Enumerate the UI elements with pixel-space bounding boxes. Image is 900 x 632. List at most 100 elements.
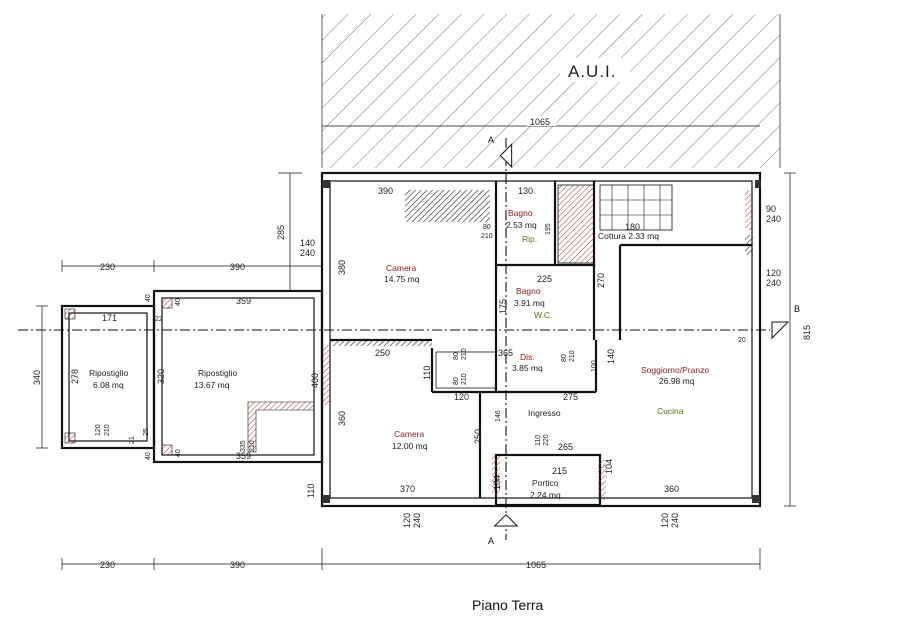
bagno-wc-name: Bagno: [516, 286, 541, 296]
external-dimensions: [36, 172, 796, 570]
dim-40a: 40: [145, 294, 152, 302]
section-a-top-label: A: [488, 135, 494, 145]
dim-20: 20: [738, 337, 746, 344]
camera-top-area: 14.75 mq: [384, 274, 420, 284]
dis-area: 3.85 mq: [512, 363, 543, 373]
soggiorno-name: Soggiorno/Pranzo: [641, 365, 709, 375]
dim-22: 22: [155, 316, 163, 323]
dim-278: 278: [70, 369, 80, 384]
dim-90: 90: [766, 204, 776, 214]
dis-name: Dis.: [520, 352, 535, 362]
section-b-label: B: [794, 304, 800, 314]
camera-bottom-area: 12.00 mq: [392, 441, 428, 451]
dim-130: 130: [518, 186, 533, 196]
dim-140b: 140: [606, 349, 616, 364]
dim-240c: 240: [766, 278, 781, 288]
dimension-labels: 230 390 230 390 1065 815 340 285 390 130…: [32, 186, 812, 570]
dim-120c: 120: [402, 513, 412, 528]
dim-250b: 250: [473, 429, 483, 444]
dim-240e: 240: [670, 513, 680, 528]
dim-360b: 360: [664, 484, 679, 494]
dim-210f: 210: [569, 350, 576, 362]
dim-285: 285: [276, 225, 286, 240]
dim-171: 171: [102, 313, 117, 323]
dim-230-bottom: 230: [100, 560, 115, 570]
dim-210-ripo: 210: [104, 424, 111, 436]
page-title: Piano Terra: [472, 597, 544, 613]
dim-240a: 240: [300, 248, 315, 258]
dim-359a: 359: [236, 296, 251, 306]
dim-120-ripo: 120: [95, 424, 102, 436]
cucina-label: Cucina: [657, 406, 684, 416]
section-line-a: A A: [488, 135, 519, 546]
dim-25: 25: [143, 428, 150, 436]
camera-bottom-name: Camera: [394, 429, 425, 439]
dim-100: 100: [591, 360, 598, 372]
dim-360a: 360: [337, 411, 347, 426]
dim-240d: 240: [412, 513, 422, 528]
dim-40b: 40: [175, 298, 182, 306]
soggiorno-area: 26.98 mq: [659, 376, 695, 386]
ripostiglio-small-area: 6.08 mq: [93, 380, 124, 390]
ripostiglio-large-name: Ripostiglio: [198, 368, 237, 378]
house-walls: [320, 171, 762, 508]
camera-top-name: Camera: [386, 263, 417, 273]
aui-area: A.U.I.: [321, 14, 781, 168]
dim-210e: 210: [461, 373, 468, 385]
dim-180: 180: [625, 222, 640, 232]
dim-104b: 104: [604, 459, 614, 474]
dim-215: 215: [552, 466, 567, 476]
dim-380: 380: [337, 260, 347, 275]
ripostiglio-small-name: Ripostiglio: [89, 368, 128, 378]
dim-320: 320: [156, 369, 166, 384]
dim-110c: 110: [306, 484, 316, 498]
cottura-label: Cottura 2.33 mq: [598, 231, 659, 241]
dim-210a: 210: [481, 233, 493, 240]
portico-area: 2.24 mq: [530, 490, 561, 500]
dim-359b: 359: [236, 451, 251, 461]
dim-390-bottom: 390: [230, 560, 245, 570]
aui-label: A.U.I.: [568, 62, 617, 81]
dim-365: 365: [498, 348, 513, 358]
dim-110b: 110: [535, 435, 542, 446]
section-a-bottom-label: A: [488, 536, 494, 546]
section-line-b: B: [18, 304, 800, 340]
portico-name: Portico: [532, 478, 559, 488]
dim-270: 270: [596, 273, 606, 288]
dim-146: 146: [495, 410, 502, 422]
dim-80a: 80: [483, 224, 491, 231]
bagno-top-extra: Rip.: [522, 234, 537, 244]
dim-120b: 120: [454, 392, 469, 402]
dim-400: 400: [310, 373, 320, 388]
dim-340: 340: [32, 370, 42, 385]
dim-104a: 104: [492, 475, 502, 490]
dim-240b: 240: [766, 214, 781, 224]
dim-275: 275: [563, 392, 578, 402]
dim-265: 265: [558, 442, 573, 452]
dim-80c: 80: [453, 377, 460, 385]
bagno-wc-area: 3.91 mq: [514, 298, 545, 308]
dim-140: 140: [300, 238, 315, 248]
ingresso-label: Ingresso: [528, 408, 561, 418]
dim-195: 195: [545, 223, 552, 235]
bagno-top-area: 2.53 mq: [506, 220, 537, 230]
dim-225: 225: [537, 274, 552, 284]
dim-top-1065: 1065: [530, 117, 550, 127]
dim-40d: 40: [175, 449, 182, 457]
dim-210d: 210: [461, 348, 468, 360]
bagno-wc-extra: W.C.: [534, 310, 552, 320]
dim-390-camera: 390: [378, 186, 393, 196]
dim-815: 815: [802, 325, 812, 340]
dim-120d: 120: [660, 513, 670, 528]
ripostigli-walls: [60, 289, 324, 464]
dim-80b: 80: [453, 352, 460, 360]
room-labels: Camera 14.75 mq Bagno 2.53 mq Rip. Cottu…: [89, 208, 709, 500]
dim-370: 370: [400, 484, 415, 494]
dim-120a: 120: [766, 268, 781, 278]
dim-21: 21: [129, 436, 136, 444]
dim-1065-bottom: 1065: [526, 560, 546, 570]
dim-390-top: 390: [230, 262, 245, 272]
top-dimension: 1065: [322, 116, 760, 127]
dim-230-top: 230: [100, 262, 115, 272]
